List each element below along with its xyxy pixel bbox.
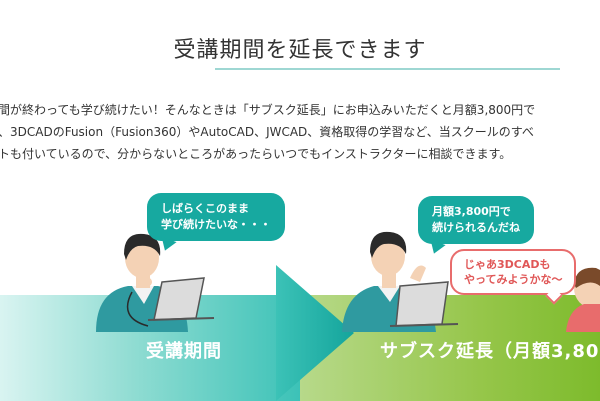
arrow-head-icon <box>276 265 354 401</box>
student-middle-illustration <box>342 231 459 332</box>
body-text-line-1: 期間が終わっても学び続けたい！そんなときは「サブスク延長」にお申込みいただくと月… <box>0 103 536 117</box>
bubble-1-line-2: 学び続けたいな・・・ <box>161 218 271 231</box>
speech-bubble-3: じゃあ3DCADも やってみようかな～ <box>450 249 577 305</box>
speech-bubble-2: 月額3,800円で 続けられるんだね <box>418 196 534 257</box>
bubble-3-line-2: やってみようかな～ <box>464 273 563 286</box>
body-text-line-3: ートも付いているので、分からないところがあったらいつでもインストラクターに相談で… <box>0 147 512 161</box>
title-underline <box>215 68 560 70</box>
student-left-illustration <box>96 233 215 332</box>
subscription-label: サブスク延長（月額3,800 <box>380 341 600 362</box>
section-title: 受講期間を延長できます <box>173 38 427 63</box>
student-right-illustration <box>566 267 600 332</box>
course-period-label: 受講期間 <box>146 341 222 362</box>
body-text-line-2: ら、3DCADのFusion（Fusion360）やAutoCAD、JWCAD、… <box>0 125 534 139</box>
bubble-2-line-1: 月額3,800円で <box>432 205 511 218</box>
speech-bubble-1: しばらくこのまま 学び続けたいな・・・ <box>147 193 285 254</box>
bubble-3-line-1: じゃあ3DCADも <box>464 258 551 271</box>
bubble-2-line-2: 続けられるんだね <box>432 221 520 234</box>
bubble-1-line-1: しばらくこのまま <box>161 202 249 215</box>
